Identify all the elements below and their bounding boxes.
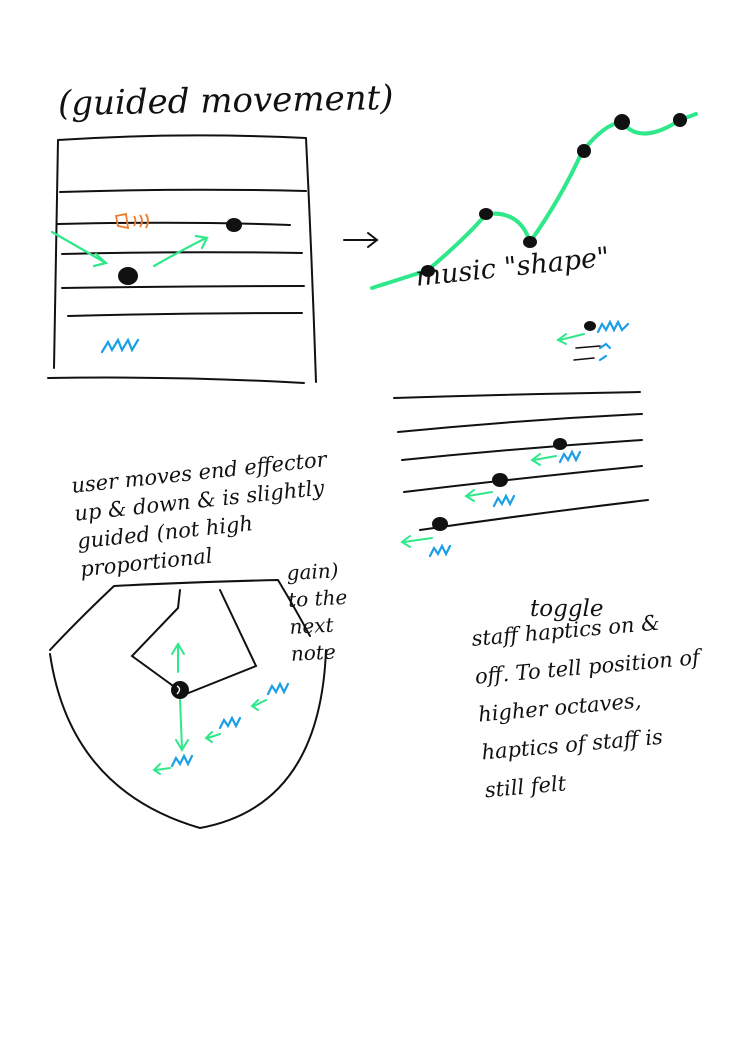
staff-note-low [118, 267, 138, 285]
right-staff-note-4 [432, 517, 448, 531]
vibration-icon-4 [558, 449, 582, 464]
right-staff-line-2 [397, 413, 643, 433]
sound-icon [114, 212, 149, 230]
shape-note-4 [577, 144, 591, 158]
left-arrow-icon-7 [152, 763, 171, 775]
staff-line-4 [61, 285, 305, 289]
gain-note-line: note [290, 639, 337, 666]
staff-line-2 [57, 221, 291, 226]
staff-line-1 [59, 188, 307, 193]
vibration-icon-5 [492, 493, 516, 508]
left-arrow-icon-5 [250, 699, 267, 711]
transition-arrow-icon [343, 232, 379, 248]
right-staff-note-3 [492, 473, 508, 487]
vibration-icon-7 [266, 681, 290, 696]
shape-note-1 [421, 265, 435, 277]
staff-notes-right [432, 321, 596, 531]
vibration-icon-1 [100, 337, 140, 354]
shape-note-3 [523, 236, 537, 248]
left-arrow-icon-2 [530, 453, 557, 466]
right-staff-line-3 [401, 439, 643, 461]
staff-line-5 [67, 312, 303, 317]
right-staff-line-1 [393, 391, 641, 399]
up-arrow-icon [171, 642, 185, 673]
vibration-icon-8 [218, 715, 242, 730]
right-staff-line-5 [419, 499, 649, 531]
down-arrow-icon [175, 699, 189, 752]
toggle-note: staff haptics on & off. To tell position… [470, 598, 738, 810]
staff-box-frame [47, 134, 317, 384]
right-staff-line-4 [403, 465, 643, 493]
shape-note-6 [673, 113, 687, 127]
left-arrow-icon-3 [464, 489, 493, 502]
gain-note: gain) to the next note [286, 554, 402, 668]
staff-line-3 [61, 251, 303, 255]
right-staff-note-2 [553, 438, 567, 450]
workspace-outline [49, 579, 327, 830]
left-arrow-icon-6 [204, 731, 221, 743]
page-title: (guided movement) [57, 78, 394, 124]
guide-arrow-icon-2 [152, 234, 209, 268]
vibration-icon-9 [170, 753, 194, 768]
left-arrow-icon-4 [400, 535, 433, 548]
vibration-icon-6 [428, 543, 452, 558]
vibration-icon-3 [598, 342, 612, 362]
vibration-icon-2 [596, 319, 630, 334]
toggle-title: toggle [530, 596, 604, 622]
shape-note-2 [479, 208, 493, 220]
staff-note-high [226, 218, 242, 232]
guide-arrow-icon-1 [50, 230, 109, 268]
shape-notes [421, 113, 687, 277]
shape-note-5 [614, 114, 630, 130]
left-arrow-icon-1 [556, 333, 585, 345]
linkage-arms [130, 589, 258, 695]
right-staff-note-1 [584, 321, 596, 331]
